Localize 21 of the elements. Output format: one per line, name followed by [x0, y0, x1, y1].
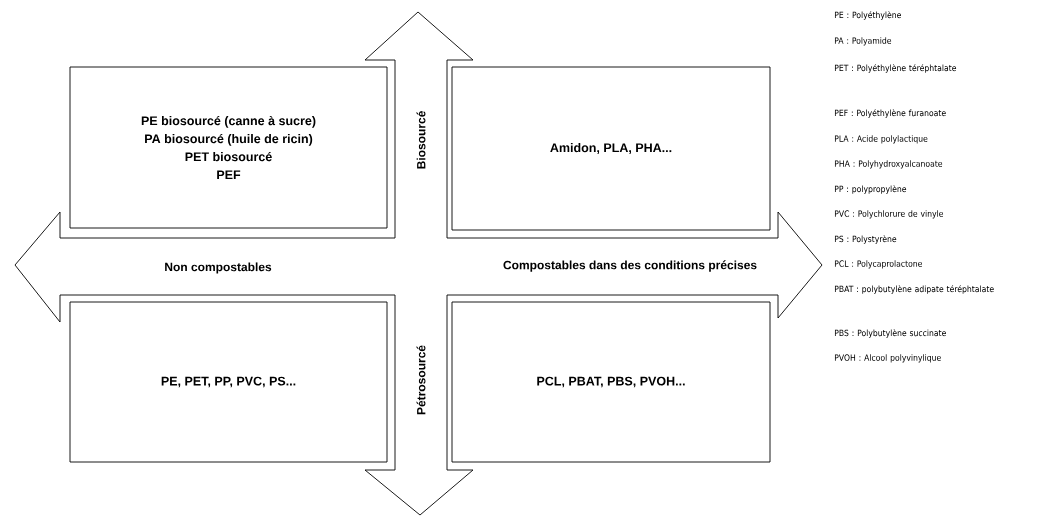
- text-box: PCL, PBAT, PBS, PVOH...: [451, 301, 771, 463]
- axis-label: Biosourcé: [416, 111, 426, 169]
- glossary-entry: PET : Polyéthylène téréphtalate: [834, 64, 957, 73]
- glossary-entry: PBAT : polybutylène adipate téréphtalate: [834, 285, 994, 294]
- glossary-entry: PCL : Polycaprolactone: [834, 260, 922, 269]
- axis-label: Non compostables: [165, 262, 272, 274]
- glossary-entry: PP : polypropylène: [834, 185, 907, 194]
- glossary-entry: PHA : Polyhydroxyalcanoate: [834, 160, 943, 169]
- glossary-entry: PBS : Polybutylène succinate: [834, 329, 946, 338]
- axis-label: Pétrosourcé: [416, 345, 426, 415]
- text-box: Amidon, PLA, PHA...: [451, 66, 771, 231]
- text-box: PE, PET, PP, PVC, PS...: [69, 301, 388, 463]
- glossary-entry: PEF : Polyéthylène furanoate: [834, 109, 946, 118]
- glossary-entry: PLA : Acide polylactique: [834, 135, 928, 144]
- glossary-entry: PE : Polyéthylène: [834, 11, 901, 20]
- text-box: PE biosourcé (canne à sucre) PA biosourcé (huile de ricin) PET biosourcé PEF: [69, 66, 388, 229]
- glossary-entry: PVC : Polychlorure de vinyle: [834, 210, 944, 219]
- axis-label: Compostables dans des conditions précises: [503, 260, 757, 272]
- glossary-entry: PVOH : Alcool polyvinylique: [834, 354, 941, 363]
- glossary-entry: PS : Polystyrène: [834, 235, 897, 244]
- glossary-entry: PA : Polyamide: [834, 37, 892, 46]
